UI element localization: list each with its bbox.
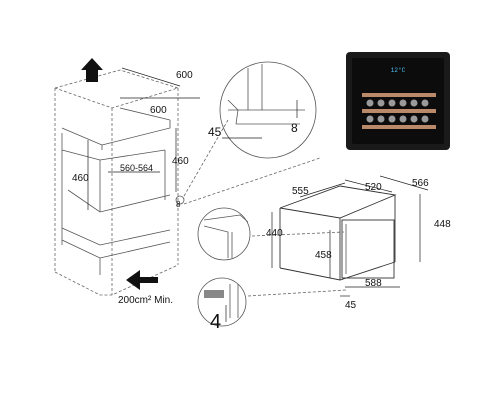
detail-bottom-clearance-label: 4 bbox=[210, 311, 221, 333]
niche-depth-label: 600 bbox=[176, 70, 193, 81]
niche-opening-height-right-label: 460 bbox=[172, 156, 189, 167]
appliance-inner-height-label: 458 bbox=[315, 250, 332, 261]
appliance-body-width-label: 520 bbox=[365, 182, 382, 193]
ventilation-label: 200cm² Min. bbox=[118, 295, 173, 306]
appliance-front-width-label: 555 bbox=[292, 186, 309, 197]
appliance-depth-label: 566 bbox=[412, 178, 429, 189]
appliance-height-label: 448 bbox=[434, 219, 451, 230]
detail-bottom-circle bbox=[197, 207, 347, 327]
niche-gap-label: 8 bbox=[176, 200, 181, 209]
detail-top-clearance-label: 8 bbox=[291, 121, 298, 135]
niche-inner-width-label: 600 bbox=[150, 105, 167, 116]
appliance-body-height-label: 440 bbox=[266, 228, 283, 239]
detail-top-circle bbox=[183, 61, 321, 205]
detail-top-offset-label: 45 bbox=[208, 125, 222, 139]
up-arrow-icon bbox=[81, 58, 103, 82]
cabinet-niche bbox=[54, 67, 200, 296]
wine-cooler-photo: 12°C bbox=[346, 52, 450, 150]
appliance-outline bbox=[271, 175, 429, 297]
niche-opening-width-label: 560-564 bbox=[120, 163, 153, 173]
bottle-rows bbox=[366, 99, 429, 123]
photo-display: 12°C bbox=[391, 67, 406, 74]
appliance-base-width-label: 588 bbox=[365, 278, 382, 289]
niche-opening-height-left-label: 460 bbox=[72, 173, 89, 184]
shelf-row bbox=[362, 93, 436, 129]
airflow-arrow-icon bbox=[126, 270, 158, 290]
appliance-offset-label: 45 bbox=[345, 300, 357, 311]
